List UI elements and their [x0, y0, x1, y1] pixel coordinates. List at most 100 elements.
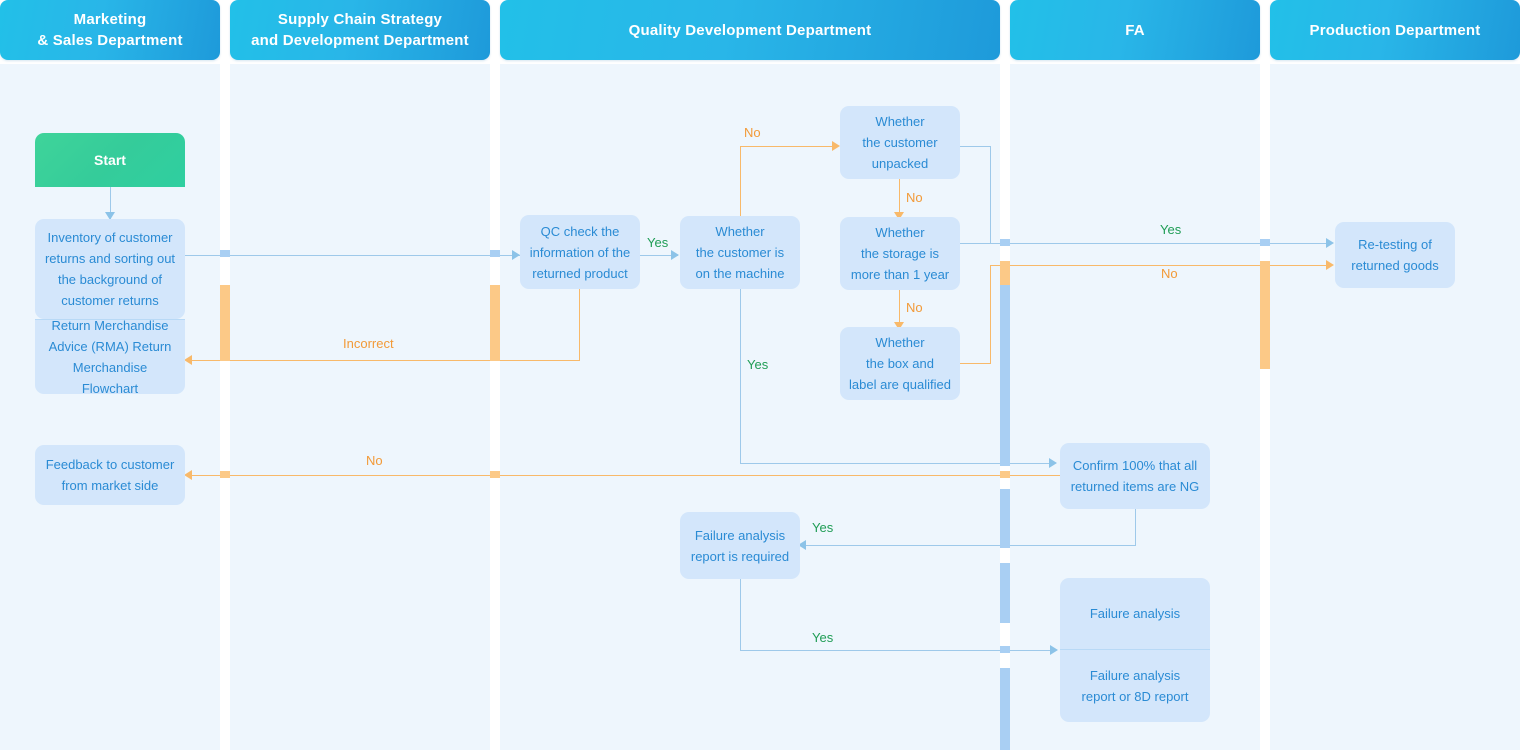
node-failure-analysis-report-required[interactable]: Failure analysis report is required [680, 512, 800, 579]
node-line: from market side [61, 478, 159, 493]
lane-bridge [1000, 646, 1010, 653]
node-feedback-to-customer[interactable]: Feedback to customer from market side [35, 445, 185, 505]
node-retesting-of-returned-goods[interactable]: Re-testing of returned goods [1335, 222, 1455, 288]
lane-bridge [1000, 471, 1010, 478]
edge-qc-incorrect-left [190, 360, 580, 361]
lane-supply-chain: Supply Chain Strategy and Development De… [230, 0, 490, 750]
edge-confirm-down [1135, 509, 1136, 545]
node-failure-analysis-report-or-8d[interactable]: Failure analysis report or 8D report [1060, 650, 1210, 722]
edge-far-down [740, 579, 741, 650]
lane-title-line2: and Development Department [251, 32, 469, 49]
arrow-down-icon [105, 212, 115, 220]
edge-confirm-left [806, 545, 1136, 546]
node-line: the customer [862, 135, 938, 150]
edge-label-unpacked-no: No [906, 190, 923, 205]
edge-label-machine-no: No [744, 125, 761, 140]
lane-bridge-vertical [1000, 285, 1010, 465]
edge-storage-no-down [899, 289, 900, 327]
lane-production: Production Department [1270, 0, 1520, 750]
node-line: Failure analysis [694, 527, 786, 543]
node-whether-customer-on-machine[interactable]: Whether the customer is on the machine [680, 216, 800, 289]
arrow-right-icon [1326, 260, 1334, 270]
node-line: more than 1 year [850, 267, 950, 282]
lane-bridge [220, 250, 230, 257]
edge-label-machine-yes: Yes [747, 357, 769, 372]
node-line: information of the [529, 244, 631, 260]
edge-label-retest-yes: Yes [1160, 222, 1182, 237]
edge-machine-no-right [740, 146, 835, 147]
edge-machine-yes-right [740, 463, 1052, 464]
node-qc-check-returned-product[interactable]: QC check the information of the returned… [520, 215, 640, 289]
node-line: Whether [875, 335, 925, 350]
edge-label-qc-yes: Yes [647, 235, 669, 250]
arrow-down-icon [894, 322, 904, 330]
edge-label-confirm-yes: Yes [812, 520, 834, 535]
node-inventory-of-customer-returns[interactable]: Inventory of customer returns and sortin… [35, 219, 185, 319]
arrow-right-icon [1049, 458, 1057, 468]
node-line: Feedback to customer [45, 457, 175, 472]
lane-bridge [490, 285, 500, 361]
edge-machine-yes-down [740, 289, 741, 463]
node-rma-flowchart[interactable]: Return Merchandise Advice (RMA) Return M… [35, 318, 185, 396]
node-failure-analysis[interactable]: Failure analysis [1060, 578, 1210, 650]
node-line: Advice (RMA) Return [48, 339, 172, 354]
edge-storage-yes-right [959, 243, 990, 244]
lane-header-supply-chain: Supply Chain Strategy and Development De… [230, 0, 490, 60]
lane-bridge [220, 285, 230, 361]
edge-inventory-to-qc [185, 255, 520, 256]
edge-unpacked-yes-down [990, 146, 991, 243]
lane-bridge [220, 471, 230, 478]
node-line: returned goods [1351, 258, 1439, 273]
arrow-right-icon [832, 141, 840, 151]
node-line: QC check the [540, 223, 620, 239]
node-whether-customer-unpacked[interactable]: Whether the customer unpacked [840, 106, 960, 179]
lane-bridge [490, 471, 500, 478]
lane-bridge [1260, 261, 1270, 369]
node-line: unpacked [871, 156, 929, 171]
node-line: Return Merchandise [51, 318, 169, 333]
edge-label-fa-yes: Yes [812, 630, 834, 645]
node-line: the background of [57, 272, 163, 287]
node-line: Re-testing of [1358, 237, 1432, 252]
lane-bridge-vertical [1000, 563, 1010, 623]
edge-start-to-inventory [110, 187, 111, 219]
lane-body-production [1270, 64, 1520, 750]
lane-header-production: Production Department [1270, 0, 1520, 60]
lane-bridge [1260, 239, 1270, 246]
lane-body-supply-chain [230, 64, 490, 750]
edge-label-storage-no: No [906, 300, 923, 315]
arrow-right-icon [512, 250, 520, 260]
node-line: returned product [532, 265, 628, 281]
edge-no-to-feedback [190, 475, 1060, 476]
node-line: the box and [866, 356, 934, 371]
node-line: Whether [715, 224, 765, 239]
lane-bridge-vertical [1000, 489, 1010, 545]
arrow-right-icon [1050, 645, 1058, 655]
edge-label-feedback-no: No [366, 453, 383, 468]
node-start[interactable]: Start [35, 133, 185, 187]
node-line: Failure analysis [1089, 668, 1181, 683]
lane-title-line2: & Sales Department [37, 32, 183, 49]
arrow-left-icon [184, 355, 192, 365]
edge-unpacked-yes-right [959, 146, 990, 147]
arrow-left-icon [798, 540, 806, 550]
arrow-left-icon [184, 470, 192, 480]
edge-machine-no-up [740, 146, 741, 220]
arrow-down-icon [894, 212, 904, 220]
lane-title-line1: Supply Chain Strategy [277, 11, 443, 28]
node-confirm-100-percent-ng[interactable]: Confirm 100% that all returned items are… [1060, 443, 1210, 509]
node-start-label: Start [94, 151, 126, 168]
node-whether-storage-more-than-1-year[interactable]: Whether the storage is more than 1 year [840, 217, 960, 290]
node-line: returned items are NG [1070, 479, 1200, 494]
node-line: label are qualified [849, 377, 951, 392]
node-line: returns and sorting out [44, 251, 176, 266]
lane-header-marketing: Marketing & Sales Department [0, 0, 220, 60]
node-line: report is required [690, 548, 790, 564]
node-whether-box-and-label-qualified[interactable]: Whether the box and label are qualified [840, 327, 960, 400]
edge-qc-to-machine [639, 255, 678, 256]
node-line: Inventory of customer [47, 230, 173, 245]
edge-unpacked-no-down [899, 179, 900, 217]
node-line: the storage is [860, 246, 940, 261]
node-failure-analysis-group[interactable]: Failure analysis Failure analysis report… [1060, 578, 1210, 722]
